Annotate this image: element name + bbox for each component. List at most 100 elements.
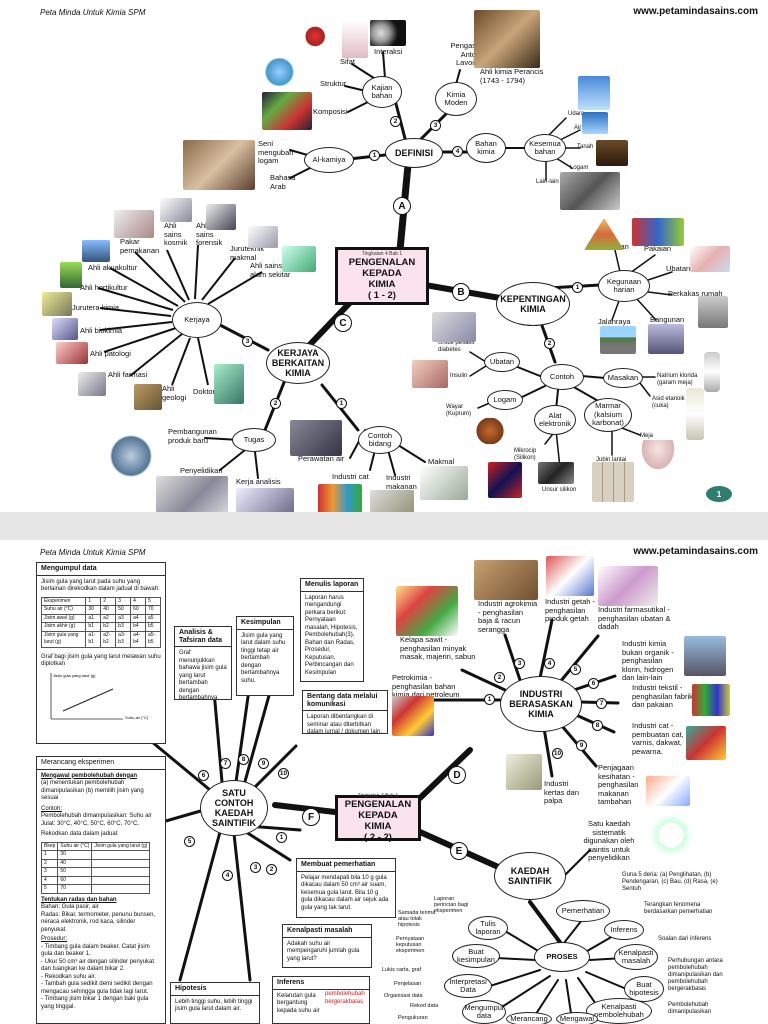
kerjaya-item-6: Ahli hortikultur (80, 283, 128, 292)
bahasa-arab-label: Bahasa Arab (270, 173, 296, 191)
kaedah-pengukuran: Pengukuran (398, 1015, 428, 1021)
marker-d5: 5 (570, 664, 581, 675)
kaedah-soalan: Soalan dari inferens (658, 936, 712, 942)
product-photo (96, 424, 166, 488)
kerjaya-item-2: Ahli sains forensik (196, 221, 223, 247)
pathology-photo (56, 342, 88, 364)
structure-photo (262, 92, 312, 130)
tugas-node: Tugas (232, 428, 276, 452)
mengumpul-table-cell: b5 (145, 622, 161, 632)
unsur-label: Unsur silikon (542, 487, 577, 493)
marker-f4: 4 (222, 870, 233, 881)
interaksi-label: Interaksi (374, 47, 403, 56)
bangunan-label: Bangunan (650, 315, 685, 324)
interpretasi-node: Interpretasi Data (444, 974, 492, 998)
marker-f6: 6 (198, 770, 209, 781)
industri-item-9: Industri kertas dan palpa (544, 779, 580, 805)
marker-c3: 3 (242, 336, 253, 347)
marker-c1: 1 (336, 398, 347, 409)
mengumpul-title: Mengumpul data (37, 563, 165, 576)
kerjaya-node: Kerjaya (172, 302, 222, 338)
marker-d8: 8 (592, 720, 603, 731)
microchip-photo (488, 462, 522, 498)
marker-f2: 2 (266, 864, 277, 875)
scientist-photo-2 (206, 204, 236, 230)
mengumpul-table-cell: 30 (85, 605, 102, 615)
copper-wire-photo (472, 418, 508, 444)
pemerhatian-box: Membuat pemerhatian Pelajar mendapati bi… (296, 858, 396, 918)
lavoisier-photo (474, 10, 540, 68)
marker-b2: 2 (544, 338, 555, 349)
vinegar-photo (686, 388, 704, 440)
kegunaan-node: Kegunaan harian (598, 270, 650, 302)
kimia-moden-node: Kimia Moden (435, 82, 477, 116)
textile-photo (692, 684, 730, 716)
merancang-table-cell: 50 (57, 867, 93, 877)
perkakas-photo (698, 296, 728, 328)
alat-node: Alat elektronik (534, 405, 576, 435)
perkakas-label: Perkakas rumah (668, 289, 723, 298)
kerjaya-item-1: Ahli sains kosmik (164, 221, 188, 247)
industri-item-8: Penjagaan kesihatan - penghasilan makana… (598, 763, 639, 806)
trend-line (62, 688, 114, 711)
mengumpul-table-cell: 4 (130, 596, 147, 606)
analisis-title: Analisis & Tafsiran data (175, 627, 231, 647)
center-line-3: KIMIA (368, 279, 396, 290)
alchemy-photo (183, 140, 255, 190)
inferens-note: pembolehubah bergerakbalas (325, 991, 365, 1005)
merancang-table-cell (91, 884, 151, 894)
inferens-box: Inferens Kelarutan gula bergantung kepad… (272, 976, 370, 1024)
scientist-photo-1 (160, 198, 192, 222)
inferens-node: Inferens (604, 920, 644, 940)
branch-letter-d: D (448, 766, 466, 784)
central-topic-2: Tingkatan 4 Bab 1 PENGENALAN KEPADA KIMI… (335, 793, 421, 843)
molecule-photo (300, 22, 338, 58)
industri-item-5: Industri kimia bukan organik - penghasil… (622, 639, 674, 682)
center2-line-4: ( 2 - 2) (364, 832, 392, 843)
atom-photo (262, 58, 320, 86)
paint-photo (318, 484, 362, 512)
mengumpul-table-cell: Eksperimen (40, 596, 87, 606)
marker-f9: 9 (258, 758, 269, 769)
mengumpul-table-cell: b2 (100, 622, 117, 632)
merancang-box: Merancang eksperimen Mengawal pembolehub… (36, 756, 166, 1024)
bentang-title: Bentang data melalui komunikasi (303, 691, 387, 711)
bentang-box: Bentang data melalui komunikasi Laporan … (302, 690, 388, 734)
marker-d9: 9 (576, 740, 587, 751)
mengumpul-table-cell: 3 (115, 596, 132, 606)
mengawal-node: Mengawal (556, 1012, 598, 1024)
kerjaya-item-4: Ahli sains alam sekitar (250, 261, 291, 279)
pemerhatian-node: Pemerhatian (556, 900, 610, 922)
branch-letter-e: E (450, 842, 468, 860)
marker-d4: 4 (544, 658, 555, 669)
industri-node: INDUSTRI BERASASKAN KIMIA (500, 676, 582, 732)
merancang-t4: Bahan: Gula pasir, air (41, 904, 99, 910)
pakaian-label: Pakaian (644, 244, 672, 253)
paper-photo (506, 754, 542, 790)
proses-node: PROSES (534, 942, 590, 972)
logam-photo (560, 172, 620, 210)
merancang-table-cell: Bkep (40, 841, 59, 851)
mengumpul-table-cell: a4-b4 (130, 630, 147, 648)
environment-photo (282, 246, 316, 272)
page-two: Peta Minda Untuk Kimia SPM www.petaminda… (0, 540, 768, 1024)
marker-d10: 10 (552, 748, 563, 759)
bentang-text: Laporan dibentangkan di seminar atau dit… (307, 714, 383, 734)
merancang-t5: Radas: Bikar, termometer, penunu bunsen,… (41, 911, 156, 933)
logam-label: Logam (570, 165, 589, 171)
silicon-photo (538, 462, 574, 484)
graph-xlabel: Suhu air (°C) (125, 715, 149, 720)
research-photo (156, 476, 228, 512)
marker-f7: 7 (220, 758, 231, 769)
kepentingan-node: KEPENTINGAN KIMIA (496, 282, 570, 326)
merancang-title: Merancang eksperimen (37, 757, 165, 770)
horticulture-photo (60, 262, 82, 288)
air-photo (582, 112, 608, 134)
mengumpul-table-cell: a1-b1 (85, 630, 102, 648)
